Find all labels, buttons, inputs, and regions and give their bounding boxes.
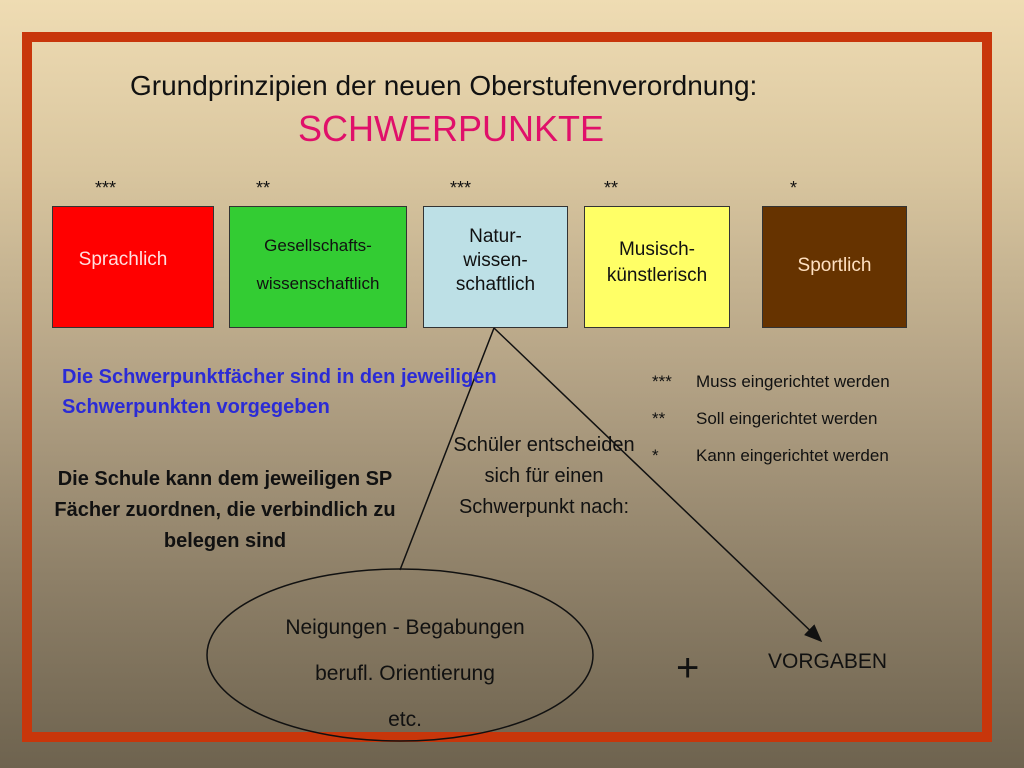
legend-item-kann: * Kann eingerichtet werden (652, 446, 889, 466)
schwerpunkt-info-text: Die Schwerpunktfächer sind in den jeweil… (62, 366, 497, 418)
slide-frame (22, 32, 992, 742)
box-musisch-line-1: Musisch- (618, 239, 695, 260)
legend-text: Kann eingerichtet werden (696, 446, 889, 465)
oval-line-3: etc. (388, 708, 422, 731)
oval-criteria: Neigungen - Begabungen berufl. Orientier… (210, 605, 600, 743)
connector-to-oval (399, 327, 495, 571)
box-naturwissenschaftlich: Natur- wissen- schaftlich (423, 206, 568, 328)
box-sprachlich: Sprachlich (52, 206, 214, 328)
school-info-text: Die Schule kann dem jeweiligen SP Fächer… (54, 468, 396, 552)
box-sport-line-1: Sportlich (797, 255, 872, 276)
slide-title: Grundprinzipien der neuen Oberstufenvero… (130, 70, 758, 101)
legend-symbol: *** (652, 372, 672, 391)
stars-sport: * (790, 178, 798, 198)
legend-symbol: ** (652, 409, 666, 428)
legend-item-muss: *** Muss eingerichtet werden (652, 372, 890, 392)
arrow-to-vorgaben (493, 327, 823, 643)
box-gesellschaftswissenschaftlich: Gesellschafts- wissenschaftlich (229, 206, 407, 328)
slide-subtitle: SCHWERPUNKTE (298, 108, 605, 149)
box-sportlich: Sportlich (762, 206, 907, 328)
stars-musisch: ** (604, 178, 619, 198)
box-sprachlich-line-1: Sprachlich (78, 249, 168, 270)
box-natur-line-3: schaftlich (455, 274, 536, 295)
oval-line-2: berufl. Orientierung (315, 662, 495, 685)
stars-gesellschaft: ** (256, 178, 271, 198)
legend-item-soll: ** Soll eingerichtet werden (652, 409, 877, 429)
box-natur-line-2: wissen- (463, 250, 528, 271)
students-decide-text: Schüler entscheiden sich für einen Schwe… (453, 434, 635, 518)
box-musisch-kuenstlerisch: Musisch- künstlerisch (584, 206, 730, 328)
box-gesellschaft-line-1: Gesellschafts- (264, 236, 372, 255)
box-natur-line-1: Natur- (469, 226, 522, 247)
stars-sprachlich: *** (95, 178, 117, 198)
legend-text: Muss eingerichtet werden (696, 372, 890, 391)
stars-natur: *** (450, 178, 472, 198)
oval-line-1: Neigungen - Begabungen (285, 616, 525, 639)
legend-symbol: * (652, 446, 659, 465)
legend-text: Soll eingerichtet werden (696, 409, 878, 428)
vorgaben-label: VORGABEN (768, 650, 888, 673)
plus-sign: + (676, 646, 700, 690)
criteria-oval (206, 568, 594, 742)
box-musisch-line-2: künstlerisch (606, 265, 708, 286)
box-gesellschaft-line-2: wissenschaftlich (256, 274, 380, 293)
